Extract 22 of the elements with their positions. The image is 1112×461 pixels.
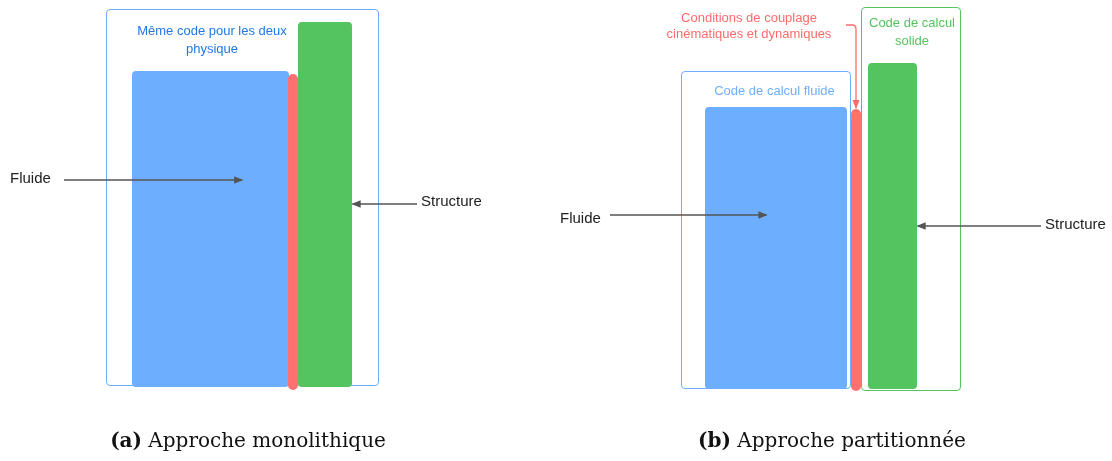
- code-frame: [681, 71, 851, 389]
- code-frame: [861, 7, 961, 391]
- text-label: Fluide: [560, 208, 606, 228]
- frame-title: Code de calcul fluide: [713, 82, 836, 100]
- text-label: Structure: [1045, 214, 1111, 234]
- text-label: Fluide: [10, 168, 60, 188]
- arrow: [916, 222, 1042, 230]
- arrow: [351, 200, 418, 208]
- frame-title: Même code pour les deux physique: [136, 22, 288, 58]
- arrow: [609, 211, 768, 219]
- fluid-domain-bar: [705, 107, 847, 389]
- interface-bar: [288, 74, 298, 390]
- text-label: Structure: [421, 191, 493, 211]
- figure-caption: (a) Approche monolithique: [109, 428, 387, 452]
- interface-bar: [851, 109, 861, 391]
- figure-caption: (b) Approche partitionnée: [697, 428, 967, 452]
- arrow: [63, 176, 244, 184]
- note-text: Conditions de couplage cinématiques et dynamiques: [654, 10, 844, 42]
- structure-bar: [298, 22, 352, 387]
- fluid-domain-bar: [132, 71, 289, 387]
- frame-title: Code de calcul solide: [868, 14, 956, 50]
- structure-bar: [868, 63, 917, 389]
